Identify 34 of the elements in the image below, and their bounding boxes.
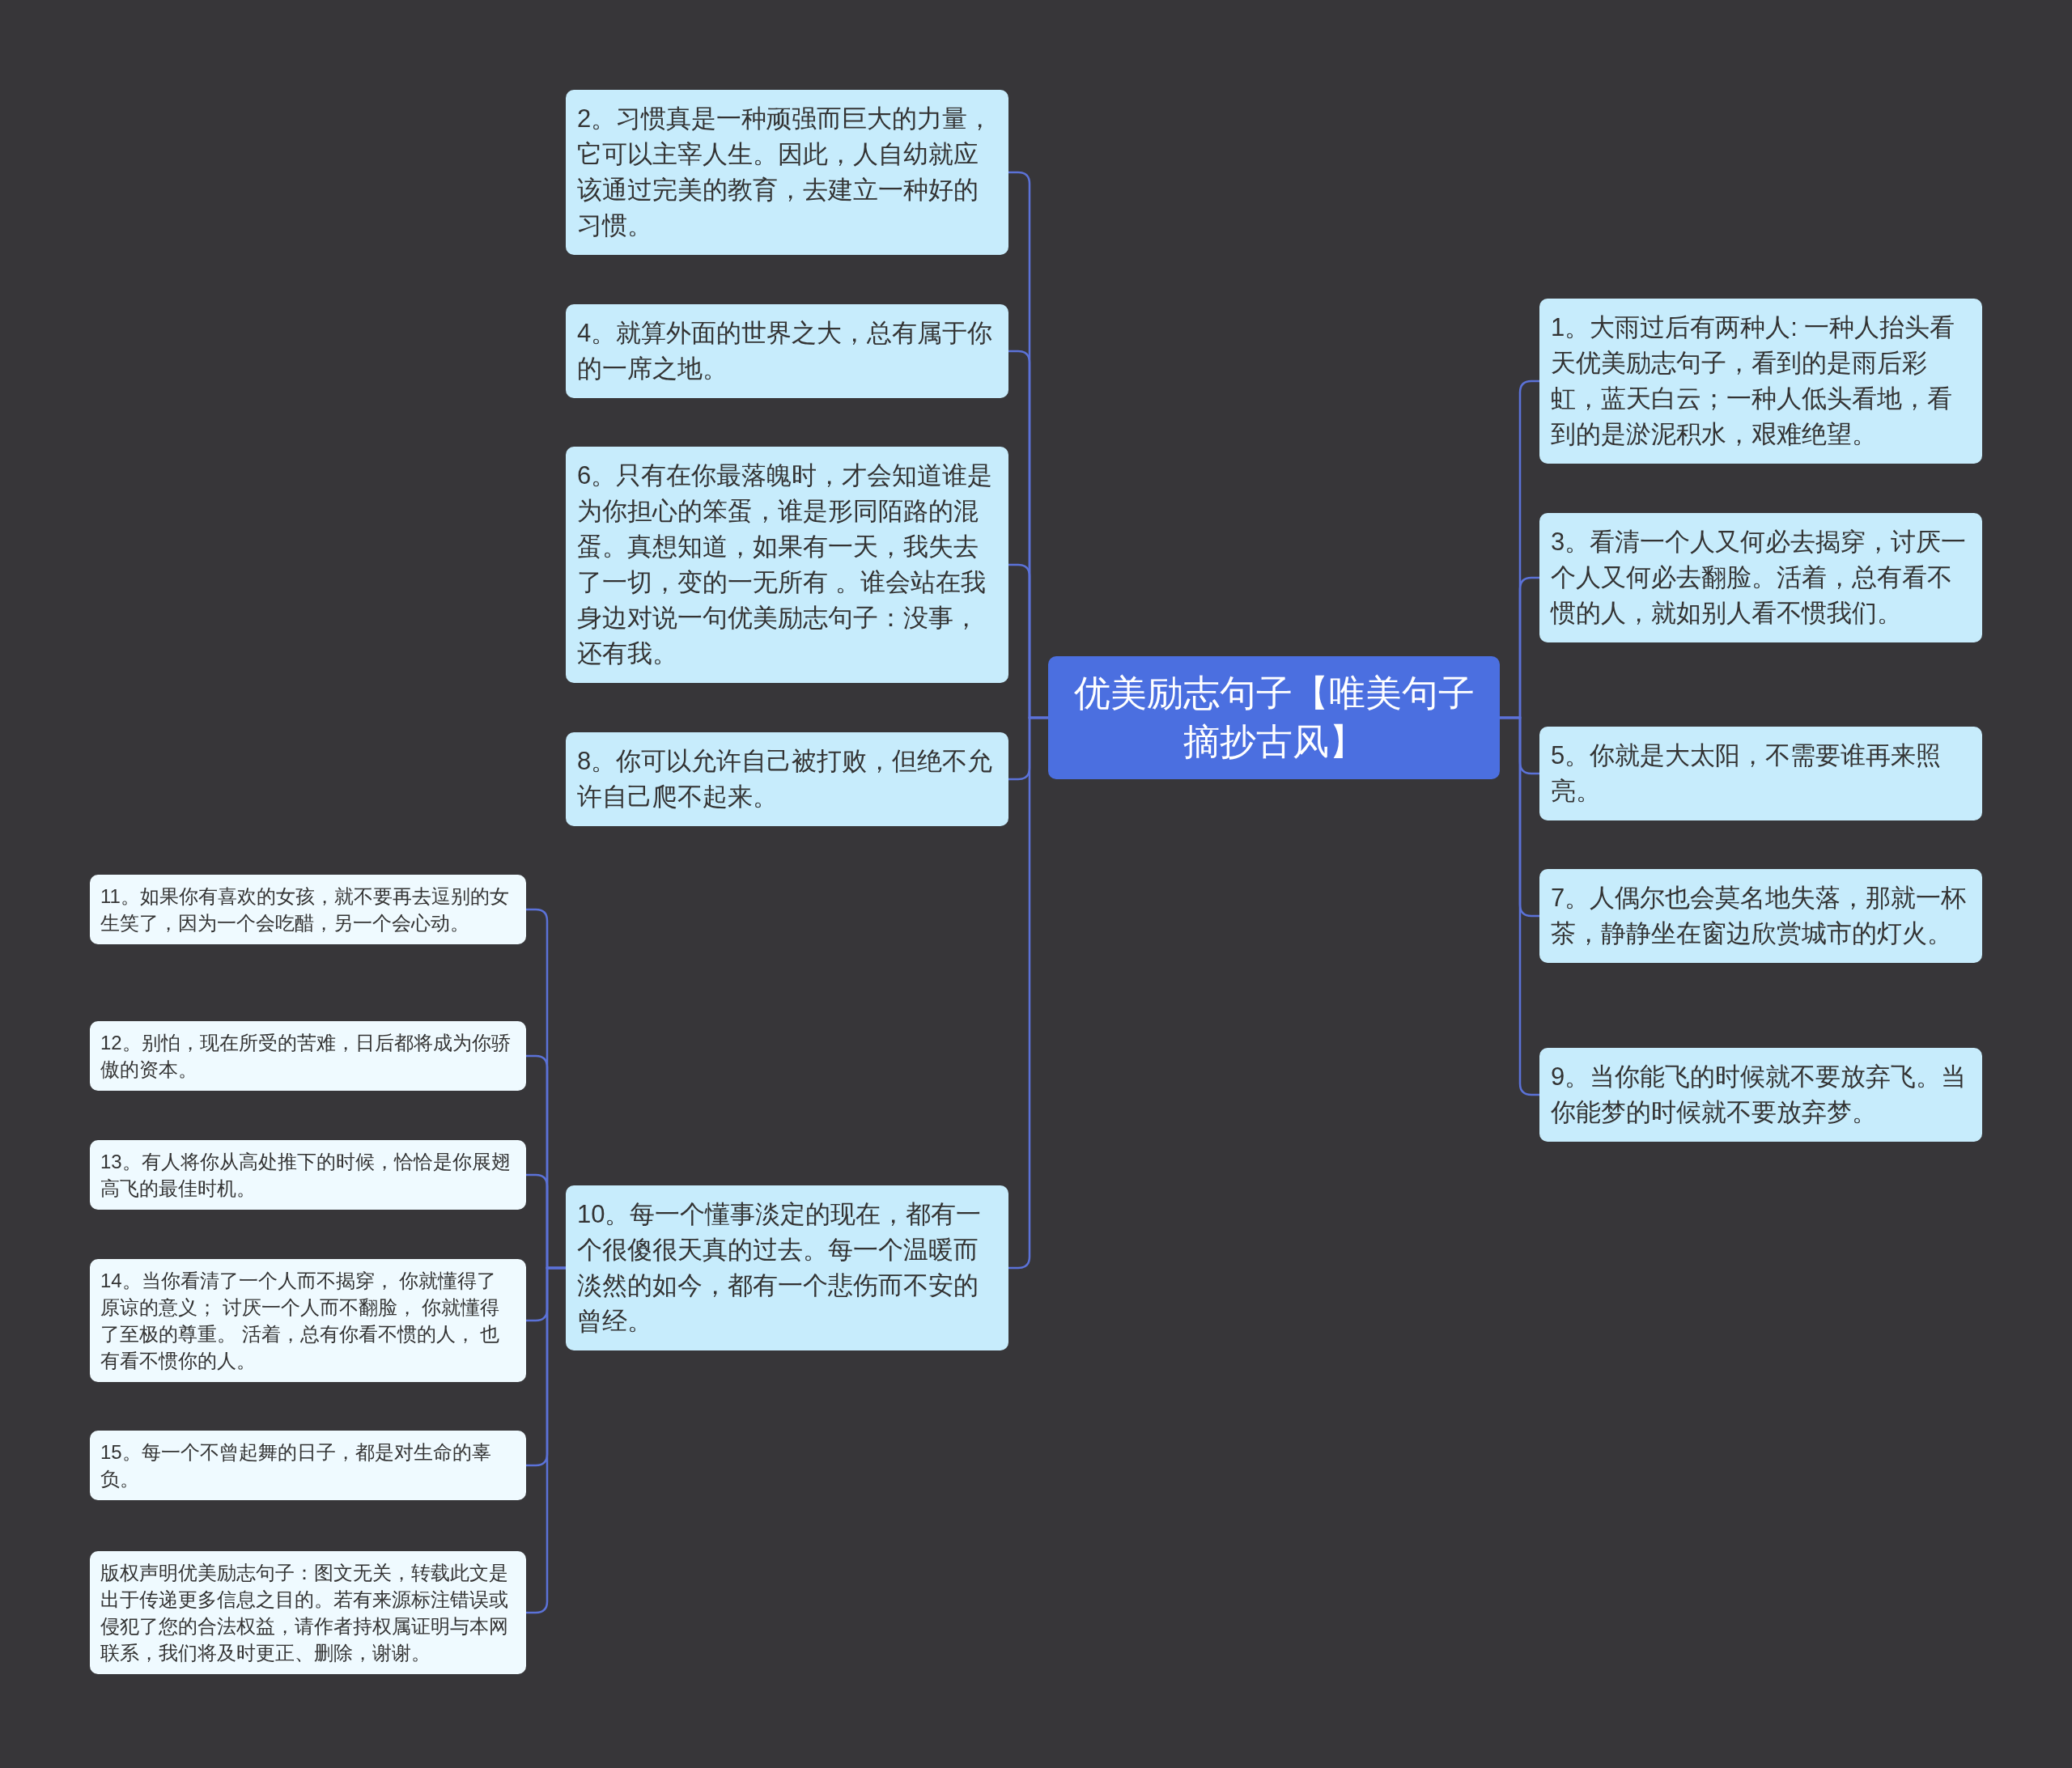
topic-text: 9。当你能飞的时候就不要放弃飞。当你能梦的时候就不要放弃梦。 [1551,1062,1968,1128]
topic-text: 版权声明优美励志句子：图文无关，转载此文是出于传递更多信息之目的。若有来源标注错误或侵犯了您的合法权益，请作者持权属证明与本网联系，我们将及时更正、删除，谢谢。 [100,1561,509,1665]
topic-text: 14。当你看清了一个人而不揭穿， 你就懂得了原谅的意义； 讨厌一个人而不翻脸， 你就懂得了至极的尊重。 活着，总有你看不惯的人， 也有看不惯你的人。 [100,1269,501,1373]
subtopic-box [90,875,526,944]
central-topic-box [1048,656,1500,779]
topic-text: 3。看清一个人又何必去揭穿，讨厌一个人又何必去翻脸。活着，总有看不惯的人，就如别人看不惯我们。 [1551,527,1968,629]
topic-text: 1。大雨过后有两种人: 一种人抬头看天优美励志句子，看到的是雨后彩虹，蓝天白云；一种人低头看地，看到的是淤泥积水，艰难绝望。 [1551,312,1956,450]
topic-text: 11。如果你有喜欢的女孩，就不要再去逗别的女生笑了，因为一个会吃醋，另一个会心动。 [100,884,510,935]
topic-box [566,304,1008,398]
topic-box [566,732,1008,826]
topic-text: 5。你就是大太阳，不需要谁再来照亮。 [1551,740,1942,807]
subtopic-box [90,1259,526,1382]
topic-text: 2。习惯真是一种顽强而巨大的力量，它可以主宰人生。因此，人自幼就应该通过完美的教育，去建立一种好的习惯。 [577,104,994,241]
topic-text: 13。有人将你从高处推下的时候，恰恰是你展翅高飞的最佳时机。 [100,1150,512,1201]
topic-text: 15。每一个不曾起舞的日子，都是对生命的辜负。 [100,1440,492,1491]
topic-text: 4。就算外面的世界之大，总有属于你的一席之地。 [577,318,994,384]
topic-box [1539,1048,1982,1142]
subtopic-box [90,1021,526,1091]
topic-box [1539,299,1982,464]
subtopic-box [90,1551,526,1674]
topic-text: 优美励志句子【唯美句子摘抄古风】 [1072,672,1475,764]
topic-text: 12。别怕，现在所受的苦难，日后都将成为你骄傲的资本。 [100,1031,512,1082]
topic-box [1539,513,1982,642]
topic-box [566,90,1008,255]
topic-box [1539,869,1982,963]
topic-text: 7。人偶尔也会莫名地失落，那就一杯茶，静静坐在窗边欣赏城市的灯火。 [1551,883,1968,949]
topic-box [566,1185,1008,1350]
topic-text: 6。只有在你最落魄时，才会知道谁是为你担心的笨蛋，谁是形同陌路的混蛋。真想知道，如果有一天，我失去了一切，变的一无所有 。谁会站在我身边对说一句优美励志句子：没事，还有我。 [577,460,994,669]
topic-box [1539,727,1982,820]
subtopic-box [90,1140,526,1210]
topic-text: 10。每一个懂事淡定的现在，都有一个很傻很天真的过去。每一个温暖而淡然的如今，都有一个悲伤而不安的曾经。 [577,1199,983,1337]
topic-box [566,447,1008,683]
topic-text: 8。你可以允许自己被打败，但绝不允许自己爬不起来。 [577,746,994,812]
subtopic-box [90,1431,526,1500]
